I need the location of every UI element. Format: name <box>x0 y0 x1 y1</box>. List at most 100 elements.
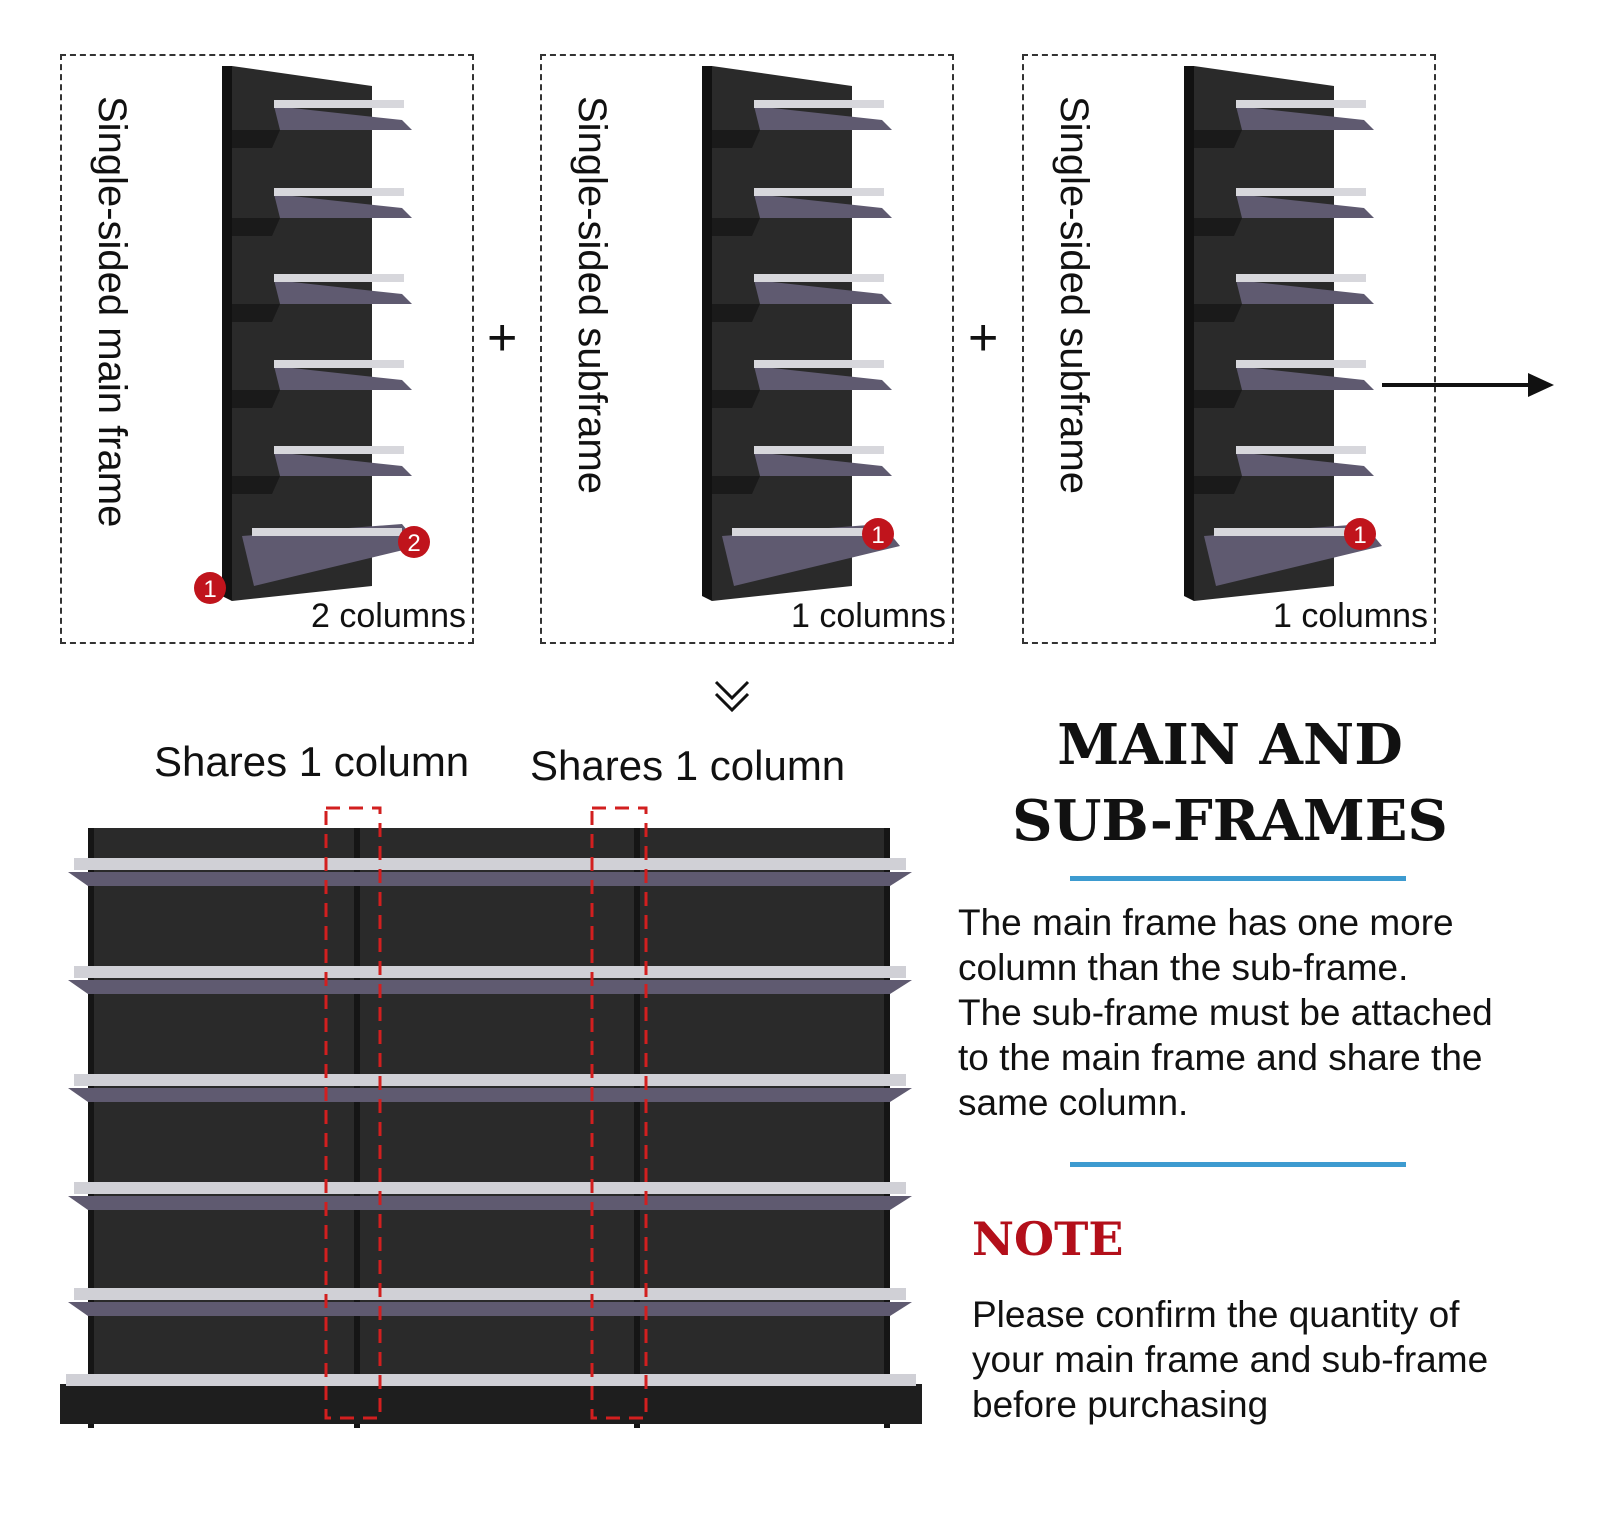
shelf-bracket <box>712 304 760 322</box>
shelf-front-wire <box>274 188 404 196</box>
base-shelf <box>242 524 420 586</box>
marker-2-number: 2 <box>407 530 420 557</box>
shelf <box>274 452 412 476</box>
description-text: The main frame has one more column than … <box>958 900 1588 1125</box>
plus-sign: + <box>968 309 999 367</box>
description-line: column than the sub-frame. <box>958 947 1409 988</box>
shelf-front-wire <box>754 100 884 108</box>
shelf <box>1236 280 1374 304</box>
shelf-front-wire <box>1236 188 1366 196</box>
marker-1-icon <box>1344 518 1376 550</box>
shelf-bracket <box>1194 304 1242 322</box>
shelf-front-wire <box>274 100 404 108</box>
combined-shelf <box>68 980 912 994</box>
shelf <box>1236 452 1374 476</box>
note-line: your main frame and sub-frame <box>972 1339 1489 1380</box>
columns-count-label: 1 columns <box>791 597 946 635</box>
panel-vertical-label: Single-sided subframe <box>1052 96 1096 494</box>
column-post <box>884 828 890 1428</box>
shelf-bracket <box>232 476 280 494</box>
combined-shelving-illustration <box>60 806 922 1428</box>
description-line: same column. <box>958 1082 1189 1123</box>
shelf-bracket <box>232 390 280 408</box>
column-post <box>354 828 360 1428</box>
shelf-front-wire <box>754 274 884 282</box>
subframe-panel-2: Single-sided subframe 1 1 columns <box>1022 54 1436 644</box>
shelf-bracket <box>1194 130 1242 148</box>
columns-count-label: 2 columns <box>311 597 466 635</box>
note-line: before purchasing <box>972 1384 1269 1425</box>
divider-rule <box>1070 1162 1406 1167</box>
shelf-bracket <box>712 476 760 494</box>
shares-column-label: Shares 1 column <box>154 738 470 785</box>
shelf-bracket <box>232 218 280 236</box>
panel-vertical-label: Single-sided main frame <box>90 96 134 528</box>
shelf <box>754 280 892 304</box>
shelf <box>1236 194 1374 218</box>
combined-shelf-wire <box>74 1074 906 1086</box>
upright-post <box>702 66 712 601</box>
shelf-front-wire <box>274 446 404 454</box>
combined-shelf-wire <box>74 858 906 870</box>
upright-post <box>1184 66 1194 601</box>
heading-line-2: SUB-FRAMES <box>1012 788 1448 854</box>
double-chevron-down-icon <box>714 680 750 713</box>
column-post <box>634 828 640 1428</box>
combined-shelf-wire <box>74 966 906 978</box>
shelf <box>274 194 412 218</box>
shelf-bracket <box>1194 476 1242 494</box>
base-shelf <box>1204 524 1382 586</box>
shelf <box>754 366 892 390</box>
heading-line-1: MAIN AND <box>1057 712 1403 778</box>
marker-2-icon <box>398 526 430 558</box>
shelf <box>274 366 412 390</box>
shelf-front-wire <box>754 446 884 454</box>
shelf <box>274 106 412 130</box>
marker-1-icon <box>194 572 226 604</box>
marker-1-number: 1 <box>871 522 884 549</box>
base-shelf <box>722 524 900 586</box>
panel-vertical-label: Single-sided subframe <box>570 96 614 494</box>
subframe-panel-1: Single-sided subframe 1 1 columns <box>540 54 954 644</box>
base-shelf-wire <box>252 528 402 536</box>
combined-shelf-wire <box>74 1288 906 1300</box>
plus-sign: + <box>487 309 518 367</box>
shelf <box>754 452 892 476</box>
shelf <box>274 280 412 304</box>
shelf <box>1236 366 1374 390</box>
shelf-bracket <box>232 130 280 148</box>
shelf-front-wire <box>754 188 884 196</box>
main-frame-illustration: 12 <box>194 66 430 604</box>
right-arrow-icon <box>1382 373 1554 397</box>
columns-count-label: 1 columns <box>1273 597 1428 635</box>
shared-column-outline <box>590 806 648 1420</box>
combined-shelf <box>68 1196 912 1210</box>
shelf-bracket <box>712 218 760 236</box>
description-line: The sub-frame must be attached <box>958 992 1493 1033</box>
marker-1-number: 1 <box>1353 522 1366 549</box>
combined-shelf <box>68 872 912 886</box>
subframe-illustration: 1 <box>702 66 900 601</box>
shelf-bracket <box>712 130 760 148</box>
subframe-illustration: 1 <box>1184 66 1382 601</box>
shelf <box>754 106 892 130</box>
shelf-front-wire <box>1236 100 1366 108</box>
shelf-front-wire <box>1236 360 1366 368</box>
shelf-front-wire <box>274 274 404 282</box>
combined-base-wire <box>66 1374 916 1386</box>
divider-rule <box>1070 876 1406 881</box>
combined-base <box>60 1384 922 1424</box>
marker-1-icon <box>862 518 894 550</box>
shelf <box>754 194 892 218</box>
shelf-bracket <box>1194 390 1242 408</box>
shares-column-label: Shares 1 column <box>530 742 846 789</box>
shelf-front-wire <box>274 360 404 368</box>
shelf-bracket <box>1194 218 1242 236</box>
combined-shelf <box>68 1088 912 1102</box>
combined-shelf <box>68 1302 912 1316</box>
shared-column-outline <box>324 806 382 1420</box>
shelf-front-wire <box>754 360 884 368</box>
description-line: to the main frame and share the <box>958 1037 1483 1078</box>
description-line: The main frame has one more <box>958 902 1454 943</box>
